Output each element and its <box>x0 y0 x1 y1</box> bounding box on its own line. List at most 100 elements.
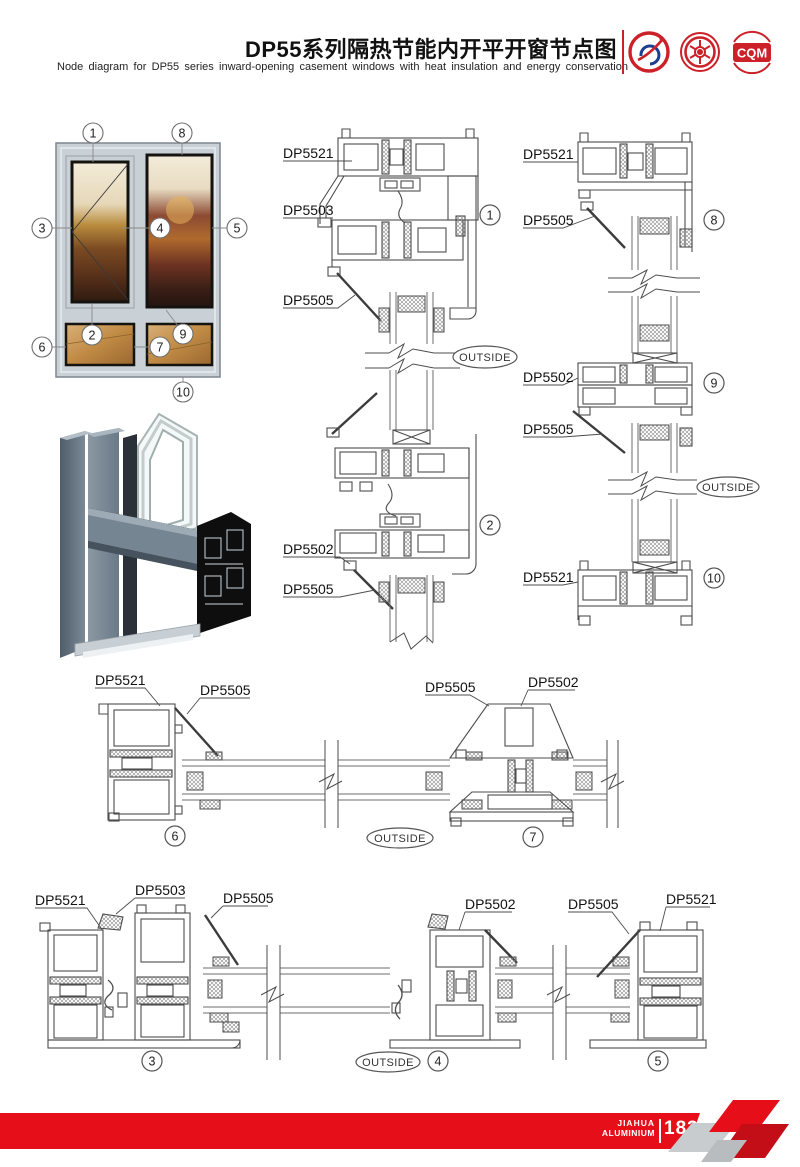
node-number-1: 1 <box>487 209 494 223</box>
part-label: DP5505 <box>283 581 334 597</box>
outside-label: OUTSIDE <box>374 833 426 845</box>
profile-3d-render <box>60 412 251 658</box>
part-label: DP5505 <box>425 679 476 695</box>
footer-brand: JIAHUA ALUMINIUM <box>0 1118 655 1139</box>
outside-label: OUTSIDE <box>362 1057 414 1069</box>
callout-6: 6 <box>39 341 46 355</box>
arm-shadow <box>88 541 197 571</box>
node-callout <box>703 372 725 394</box>
node-callout <box>703 209 725 231</box>
node-callout <box>647 1050 669 1072</box>
node3-assembly <box>39 904 241 1049</box>
callout-4: 4 <box>157 222 164 236</box>
outside-ellipse <box>366 827 434 849</box>
break-symbol-1 <box>365 342 460 375</box>
part-label: DP5521 <box>523 146 574 162</box>
cqm-logo-text: CQM <box>737 46 767 61</box>
part-label: DP5521 <box>523 569 574 585</box>
node9-assembly <box>572 352 693 454</box>
footer-brand-divider <box>659 1119 661 1143</box>
part-label: DP5521 <box>283 145 334 161</box>
node-callout <box>141 1050 163 1072</box>
part-label: DP5505 <box>523 421 574 437</box>
casement-opening-indicator <box>71 163 129 301</box>
node5-assembly <box>589 921 707 1049</box>
section-drawing-right: DP5521 DP5505 DP5502 DP5505 DP5521 8 9 1… <box>523 132 760 626</box>
callout-1: 1 <box>90 127 97 141</box>
part-label: DP5502 <box>465 896 516 912</box>
window-frame <box>55 142 221 378</box>
node-number-2: 2 <box>487 519 494 533</box>
part-label: DP5503 <box>283 202 334 218</box>
node-number-6: 6 <box>172 830 179 844</box>
node8-assembly <box>577 132 693 252</box>
glass-unit <box>137 412 198 548</box>
middle-leaders <box>95 687 575 715</box>
outside-label: OUTSIDE <box>702 482 754 494</box>
center-leaders <box>283 160 376 598</box>
glass-unit-2 <box>378 575 445 650</box>
callout-9: 9 <box>180 328 187 342</box>
outside-ellipse <box>452 345 518 369</box>
node-callout <box>479 204 501 226</box>
glass-unit-8 <box>631 216 678 353</box>
node7-mullion <box>448 703 575 827</box>
part-label: DP5521 <box>35 892 86 908</box>
glass-horizontal <box>182 751 607 810</box>
footer-shape-red-top <box>709 1100 780 1132</box>
part-label: DP5521 <box>95 672 146 688</box>
part-label: DP5505 <box>523 212 574 228</box>
outside-ellipse <box>355 1051 421 1073</box>
break-symbol-3 <box>260 945 285 1060</box>
quality-seal-logo <box>680 32 720 72</box>
sash-slab-top <box>88 428 125 437</box>
header-logos: CQM <box>628 30 771 74</box>
part-label: DP5505 <box>200 682 251 698</box>
section-drawing-bottom: DP5521 DP5503 DP5505 DP5502 DP5505 DP552… <box>35 885 717 1073</box>
node-number-9: 9 <box>711 377 718 391</box>
section-drawing-middle: DP5521 DP5505 DP5505 DP5502 6 7 OUTSIDE <box>95 672 625 849</box>
glass-horizontal-a <box>203 956 390 1033</box>
node10-assembly <box>577 560 693 626</box>
break-symbol-6 <box>318 740 625 828</box>
callout-3: 3 <box>39 222 46 236</box>
part-label: DP5503 <box>135 885 186 898</box>
node-callout <box>427 1050 449 1072</box>
section-drawing-center: DP5521 DP5503 DP5505 DP5502 DP5505 1 2 O… <box>283 128 518 650</box>
callout-10: 10 <box>176 386 190 400</box>
glass-unit-9 <box>631 423 678 562</box>
arm-top <box>88 508 197 537</box>
callout-5: 5 <box>234 222 241 236</box>
footer-decoration <box>668 1100 789 1162</box>
profile-cross-section <box>197 512 251 634</box>
node-callout <box>522 826 544 848</box>
frame-slab <box>60 431 85 658</box>
callout-8: 8 <box>179 127 186 141</box>
page-subtitle: Node diagram for DP55 series inward-open… <box>57 61 628 73</box>
node2-assembly <box>326 392 477 610</box>
footer-brand-top: JIAHUA <box>617 1118 655 1128</box>
footer-band <box>0 1113 700 1149</box>
part-label: DP5505 <box>568 896 619 912</box>
node-callout <box>479 514 501 536</box>
outside-ellipse <box>696 476 760 498</box>
part-label: DP5502 <box>528 674 579 690</box>
break-symbol-4 <box>546 945 571 1060</box>
node6-assembly <box>98 703 219 822</box>
glass-horizontal-b <box>495 956 630 1023</box>
node-number-10: 10 <box>707 572 721 586</box>
callout-2: 2 <box>89 329 96 343</box>
footer-shape-gray-small <box>701 1140 747 1162</box>
break-symbol-8 <box>608 268 700 300</box>
node1-assembly <box>317 128 479 322</box>
header-divider <box>622 30 624 74</box>
break-symbol-9 <box>608 470 697 502</box>
callout-7: 7 <box>157 341 164 355</box>
elevation-leader-lines <box>52 143 227 382</box>
cqm-logo: CQM <box>733 30 771 74</box>
gtb-certification-logo <box>628 31 670 73</box>
node-number-8: 8 <box>711 214 718 228</box>
part-label: DP5505 <box>283 292 334 308</box>
arm-face <box>88 508 197 564</box>
frame-slab-top <box>60 431 92 440</box>
